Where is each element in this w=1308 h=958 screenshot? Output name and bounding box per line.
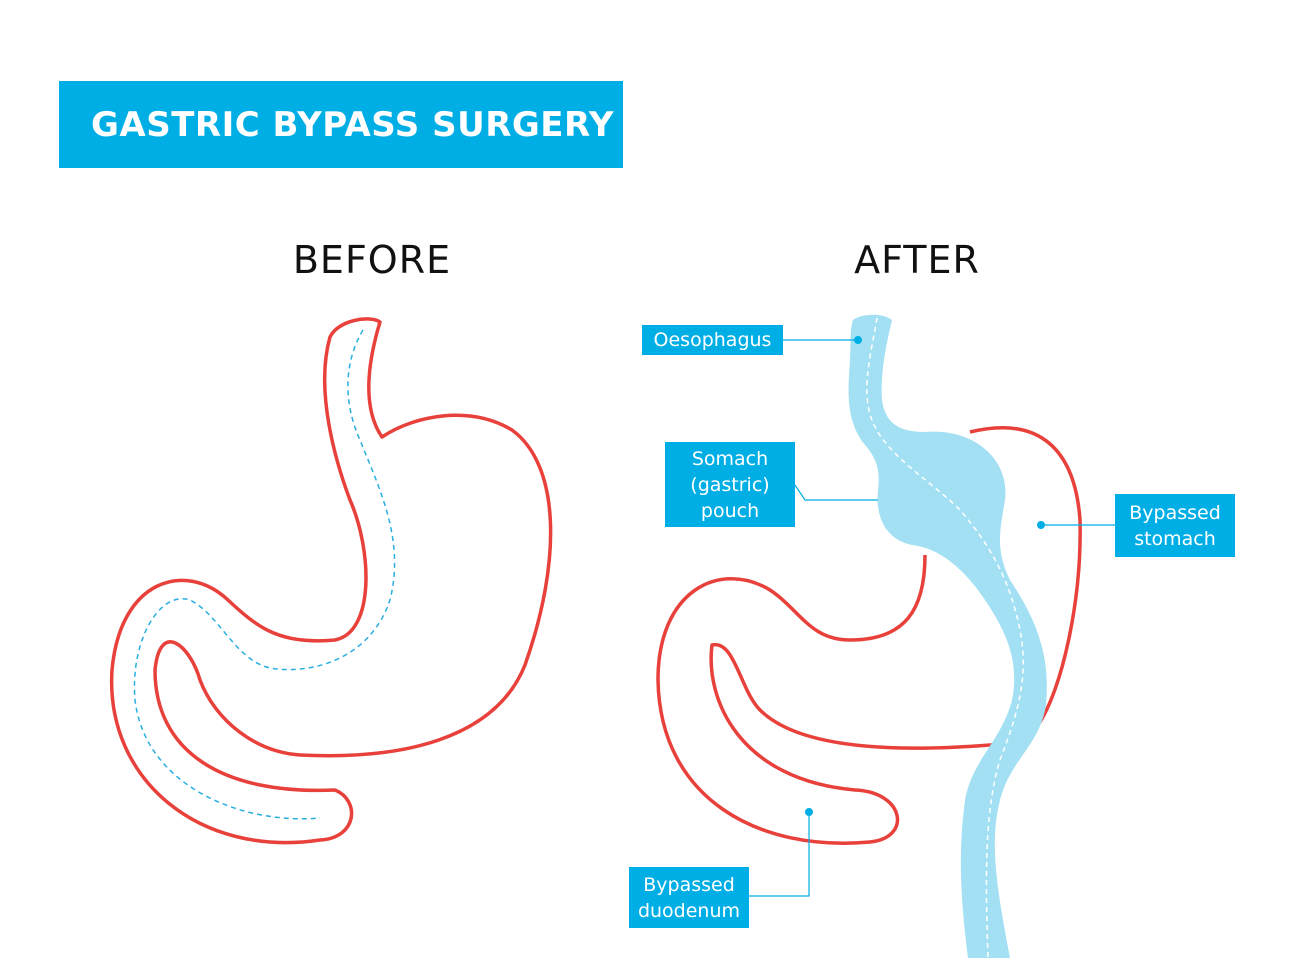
page-title: GASTRIC BYPASS SURGERY	[91, 104, 614, 145]
after-food-centerline	[866, 317, 1024, 958]
pouch-leader	[794, 484, 878, 501]
callout-bypassed-stomach-line-1: Bypassed	[1129, 501, 1221, 524]
title-banner: GASTRIC BYPASS SURGERY	[59, 81, 623, 168]
before-heading: BEFORE	[292, 238, 452, 282]
after-food-path	[848, 314, 1047, 958]
callout-pouch-line-1: Somach	[691, 447, 769, 470]
oesophagus-dot	[854, 336, 862, 344]
callout-pouch-line-2: (gastric)	[690, 473, 770, 496]
bypassed-stomach-dot	[1037, 521, 1045, 529]
before-food-path	[133, 329, 396, 820]
callout-oesophagus: Oesophagus	[642, 325, 783, 355]
callout-bypassed-duodenum-line-2: duodenum	[637, 899, 741, 922]
after-heading: AFTER	[854, 238, 980, 282]
callout-oesophagus-label: Oesophagus	[653, 329, 772, 351]
callout-bypassed-stomach-line-2: stomach	[1134, 527, 1216, 550]
before-stomach-outline	[109, 317, 553, 845]
callout-bypassed-duodenum-line-1: Bypassed	[643, 873, 735, 896]
bypassed-duodenum-leader	[749, 812, 810, 897]
bypassed-duodenum-dot	[805, 808, 813, 816]
after-stomach-outline	[656, 426, 1082, 845]
callout-bypassed-duodenum: Bypassed duodenum	[629, 867, 749, 928]
callout-pouch-line-3: pouch	[700, 499, 760, 522]
callout-stomach-pouch: Somach (gastric) pouch	[665, 442, 795, 527]
callout-bypassed-stomach: Bypassed stomach	[1115, 494, 1235, 557]
